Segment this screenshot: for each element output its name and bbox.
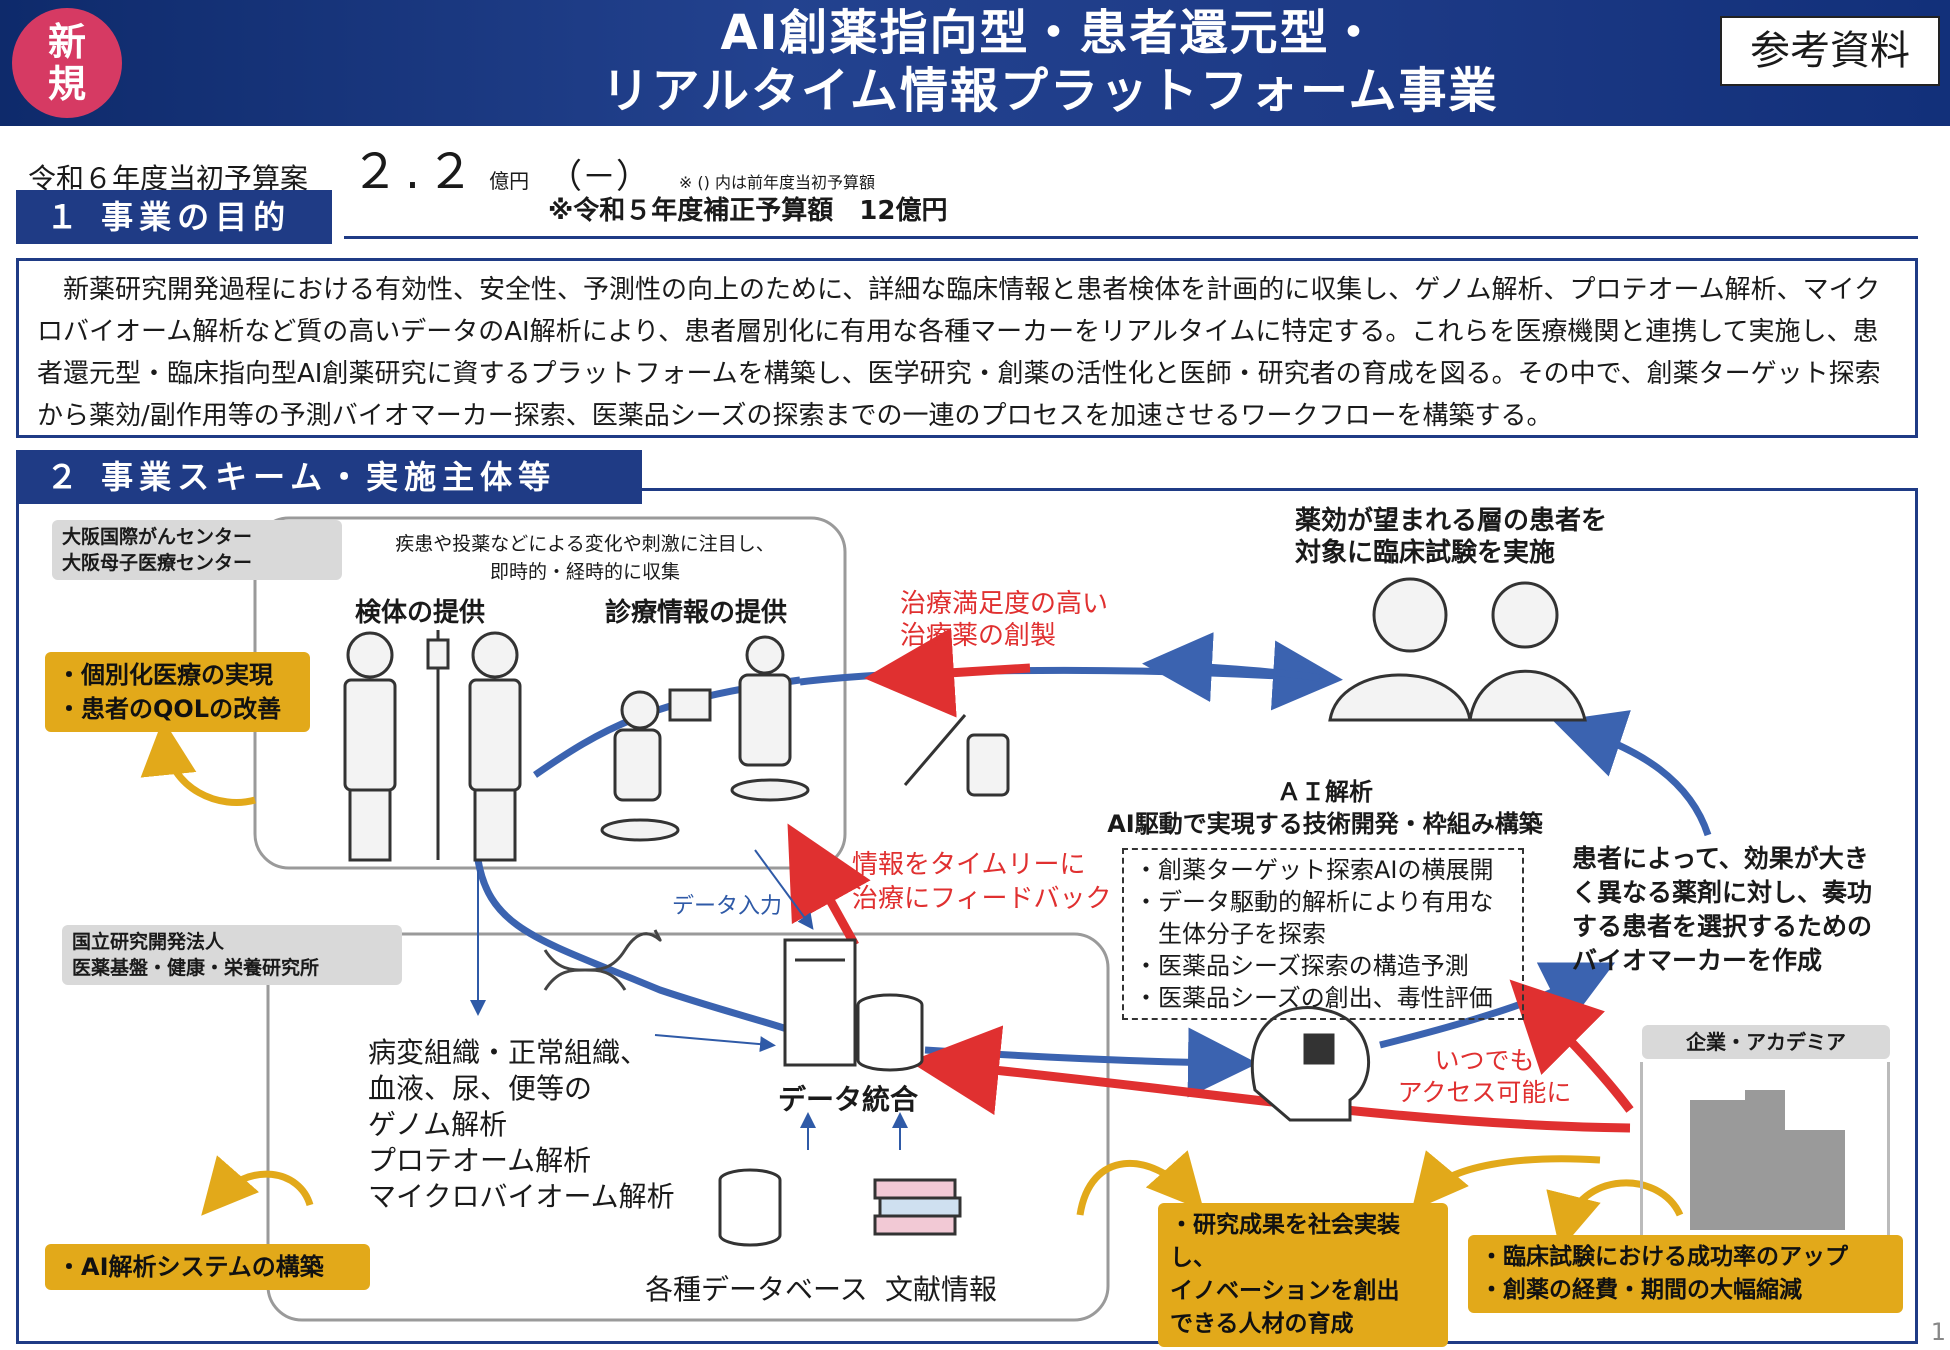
new-badge: 新規 [12,8,122,118]
institute-box [266,932,1110,1322]
biomarker-line: する患者を選択するための [1572,912,1873,941]
sample-item: ゲノム解析 [368,1108,508,1141]
ai-task-item: ・データ駆動的解析により有用な [1134,888,1494,916]
red-label-feedback: 情報をタイムリーに 治療にフィードバック [852,848,1111,916]
red-label-feedback-line-2: 治療にフィードバック [852,884,1112,914]
supplementary-budget: ※令和５年度補正予算額 12億円 [548,196,948,226]
outcome-talent-line-3: できる人材の育成 [1170,1311,1354,1337]
patient-figures [343,630,522,862]
outcome-talent-line-2: イノベーションを創出 [1170,1278,1400,1304]
reference-label: 参考資料 [1720,16,1940,86]
drug-illustration [903,714,1010,797]
collection-note-line-1: 疾患や投薬などによる変化や刺激に注目し、 [395,533,775,555]
section1-heading: １ 事業の目的 [16,190,332,244]
outcome-personalized-line-1: ・個別化医療の実現 [57,661,273,689]
biomarker-line: 患者によって、効果が大き [1572,844,1869,873]
institution-line-1: 大阪国際がんセンター [62,526,253,548]
section1-rule [344,236,1918,239]
ai-analysis-subtitle: AI駆動で実現する技術開発・枠組み構築 [1107,810,1543,838]
server-illustration [783,938,924,1072]
red-label-drug-creation: 治療満足度の高い 治療薬の創製 [900,588,1108,652]
ai-task-item: ・創薬ターゲット探索AIの横展開 [1134,856,1494,884]
ai-head-illustration [1250,1006,1371,1122]
institute-line-1: 国立研究開発法人 [72,931,225,953]
red-label-drug-creation-line-2: 治療薬の創製 [900,621,1057,651]
biomarker-line: く異なる薬剤に対し、奏功 [1572,878,1873,907]
clinical-info-label: 診療情報の提供 [605,598,788,628]
scheme-frame [16,488,1918,1344]
sample-item: 血液、尿、便等の [368,1072,593,1105]
biomarker-text: 患者によって、効果が大き く異なる薬剤に対し、奏功 する患者を選択するための バ… [1572,842,1872,978]
consultation-illustration [600,635,810,842]
budget-note: ※ () 内は前年度当初予算額 [678,173,875,192]
title-line-2: リアルタイム情報プラットフォーム事業 [601,63,1499,119]
ai-task-item: ・医薬品シーズ探索の構造予測 [1134,952,1469,980]
books-illustration [873,1178,962,1236]
outcome-clinical-success-line-1: ・臨床試験における成功率のアップ [1480,1244,1848,1270]
database-illustration [718,1168,782,1247]
collection-note: 疾患や投薬などによる変化や刺激に注目し、 即時的・経時的に収集 [360,530,810,586]
title-line-1: AI創薬指向型・患者還元型・ [720,5,1380,61]
red-label-feedback-line-1: 情報をタイムリーに [852,850,1086,880]
outcome-personalized: ・個別化医療の実現 ・患者のQOLの改善 [45,652,310,732]
clinical-trial-line-1: 薬効が望まれる層の患者を [1295,506,1608,536]
ai-analysis-title: ＡＩ解析 AI駆動で実現する技術開発・枠組み構築 [1075,776,1575,840]
red-label-access-line-2: アクセス可能に [1397,1078,1572,1107]
clinical-trial-line-2: 対象に臨床試験を実施 [1295,538,1556,568]
red-label-access-line-1: いつでも [1434,1046,1535,1075]
data-input-label: データ入力 [672,894,783,919]
section2-heading: ２ 事業スキーム・実施主体等 [16,450,642,504]
sample-list: 病変組織・正常組織、 血液、尿、便等の ゲノム解析 プロテオーム解析 マイクロバ… [368,1035,675,1215]
purpose-text: 新薬研究開発過程における有効性、安全性、予測性の向上のために、詳細な臨床情報と患… [16,258,1918,438]
biomarker-line: バイオマーカーを作成 [1572,946,1823,975]
title-banner: AI創薬指向型・患者還元型・ リアルタイム情報プラットフォーム事業 [0,0,1950,126]
budget-label: 令和６年度当初予算案 [28,162,309,195]
buildings-illustration [1690,1090,1845,1230]
outcome-talent: ・研究成果を社会実装し、 イノベーションを創出 できる人材の育成 [1158,1203,1448,1347]
literature-label: 文献情報 [885,1273,998,1306]
institute-line-2: 医薬基盤・健康・栄養研究所 [72,957,320,979]
outcome-ai-system: ・AI解析システムの構築 [45,1244,370,1290]
sample-item: マイクロバイオーム解析 [368,1180,675,1213]
institution-osaka: 大阪国際がんセンター 大阪母子医療センター [52,520,342,580]
outcome-clinical-success-line-2: ・創薬の経費・期間の大幅縮減 [1480,1277,1802,1303]
institution-nibiohn: 国立研究開発法人 医薬基盤・健康・栄養研究所 [62,925,402,985]
dna-illustration [543,929,662,991]
databases-label: 各種データベース [645,1273,868,1306]
data-integration-label: データ統合 [778,1083,919,1116]
ai-analysis-title-line: ＡＩ解析 [1277,778,1373,806]
budget-unit: 億円 [489,169,530,193]
collection-note-line-2: 即時的・経時的に収集 [489,561,680,583]
ai-task-item: 生体分子を探索 [1134,920,1326,948]
red-label-drug-creation-line-1: 治療満足度の高い [900,589,1109,619]
budget-line: 令和６年度当初予算案 ２.２ 億円 （－） ※ () 内は前年度当初予算額 [28,132,875,202]
institution-line-2: 大阪母子医療センター [62,552,253,574]
budget-amount: ２.２ [350,144,481,200]
outcome-personalized-line-2: ・患者のQOLの改善 [57,695,282,723]
clinical-trial-label: 薬効が望まれる層の患者を 対象に臨床試験を実施 [1295,505,1607,569]
ai-task-item: ・医薬品シーズの創出、毒性評価 [1134,984,1493,1012]
red-label-access: いつでも アクセス可能に [1392,1045,1577,1109]
industry-box [1640,1062,1890,1252]
sample-item: 病変組織・正常組織、 [368,1036,649,1069]
page-title: AI創薬指向型・患者還元型・ リアルタイム情報プラットフォーム事業 [0,4,1950,120]
specimen-label: 検体の提供 [355,598,486,628]
sample-item: プロテオーム解析 [368,1144,592,1177]
trial-illustration [1328,577,1587,722]
industry-academia-label: 企業・アカデミア [1642,1025,1890,1059]
outcome-clinical-success: ・臨床試験における成功率のアップ ・創薬の経費・期間の大幅縮減 [1468,1235,1903,1313]
budget-prev: （－） [548,157,650,197]
ai-task-list: ・創薬ターゲット探索AIの横展開 ・データ駆動的解析により有用な 生体分子を探索… [1122,848,1524,1020]
page-number: 1 [1930,1318,1946,1346]
outcome-talent-line-1: ・研究成果を社会実装し、 [1170,1212,1400,1271]
